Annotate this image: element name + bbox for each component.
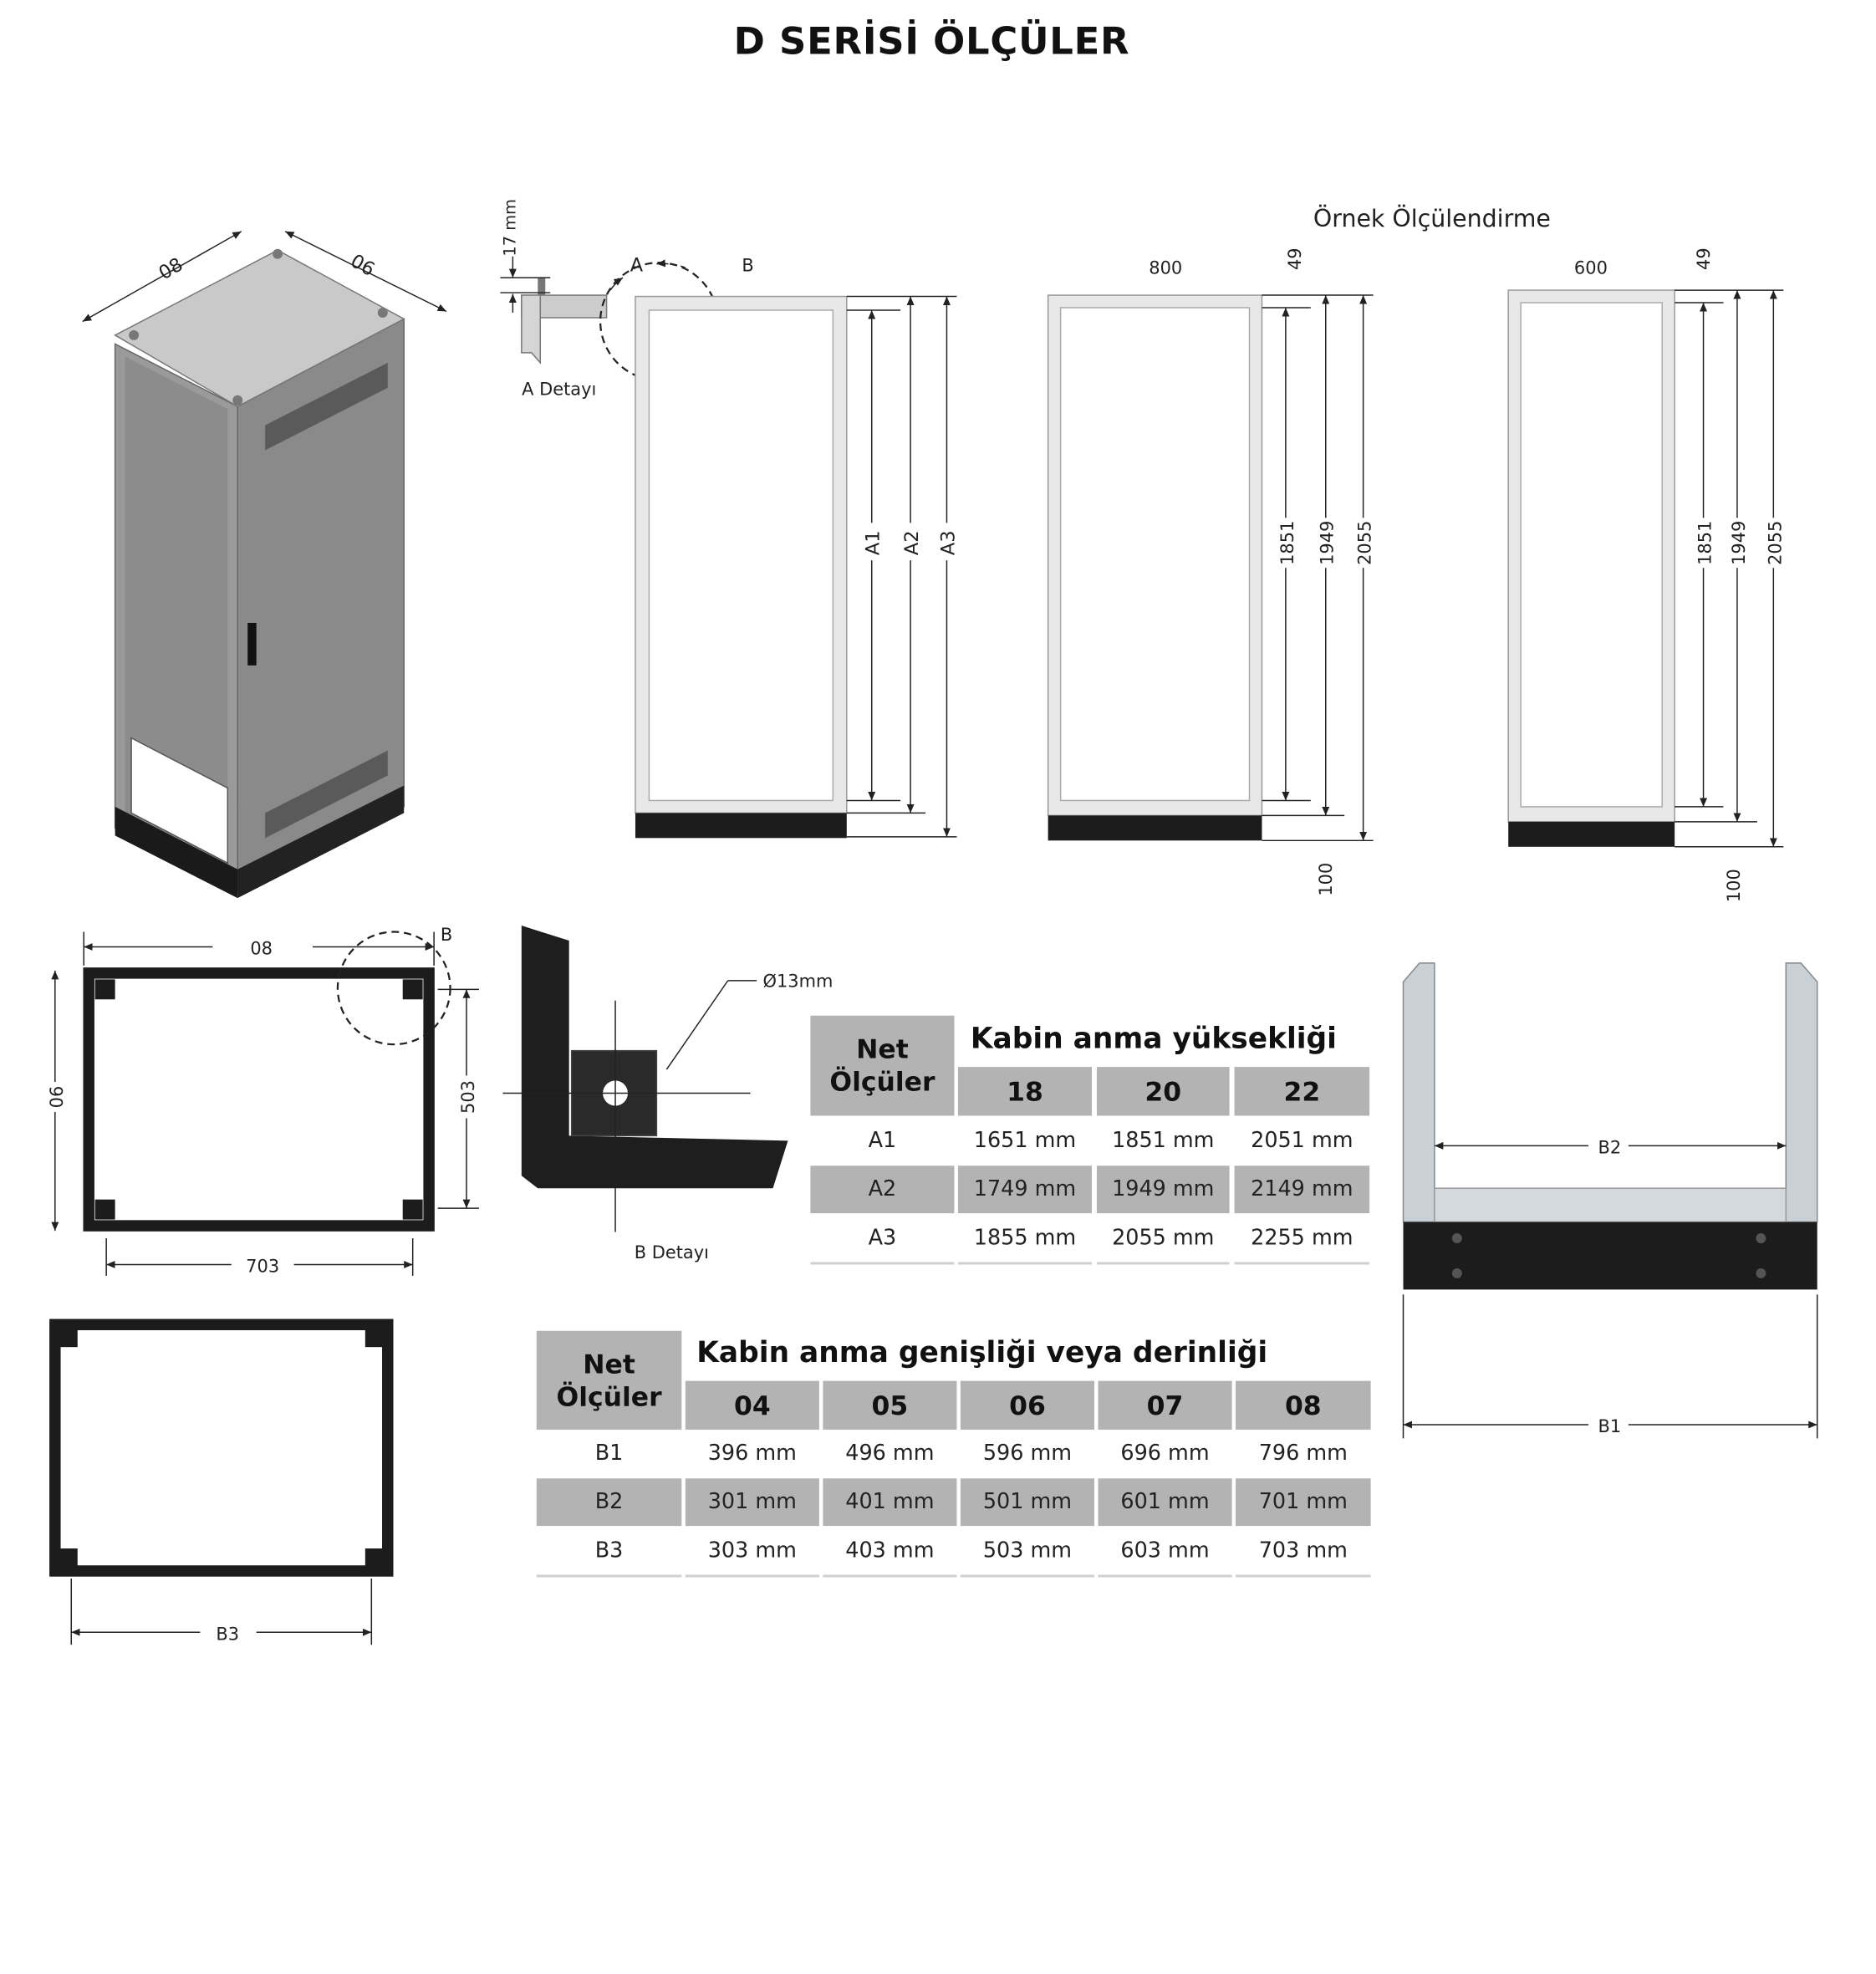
row-label: A3	[868, 1226, 897, 1251]
b-detail-hole: Ø13mm	[762, 971, 833, 991]
plan-bottom-dim: 703	[246, 1256, 279, 1276]
row-label: B2	[536, 1478, 682, 1527]
frame-800-width: 800	[1149, 258, 1182, 278]
table-cell: 1851 mm	[1112, 1128, 1215, 1154]
side-view: B2 B1	[1402, 962, 1818, 1439]
frame-800-dim-1: 1851	[1277, 521, 1297, 565]
table-cell: 303 mm	[707, 1538, 797, 1564]
corner-line-2: Ölçüler	[829, 1067, 935, 1097]
table-cell: 2051 mm	[1251, 1128, 1353, 1154]
table-cell: 2055 mm	[1112, 1226, 1215, 1251]
dim-a3: A3	[937, 530, 959, 555]
a-detail: 17 mm A Detayı A B	[500, 199, 753, 400]
table-cell: 401 mm	[823, 1478, 957, 1527]
frame-800-plinth: 100	[1316, 863, 1336, 896]
table-cell: 403 mm	[845, 1538, 935, 1564]
corner-line-2: Ölçüler	[556, 1381, 662, 1412]
table-rule	[1236, 1574, 1371, 1578]
col-04: 04	[685, 1380, 819, 1430]
example-caption: Örnek Ölçülendirme	[1313, 204, 1551, 232]
iso-depth-label: 06	[347, 250, 379, 281]
dim-a2: A2	[901, 530, 923, 555]
frame-600-plinth: 100	[1724, 869, 1744, 902]
col-18: 18	[957, 1067, 1093, 1116]
plan-view: 08 06 503 703 B	[44, 925, 479, 1276]
col-22: 22	[1234, 1067, 1370, 1116]
frame-800: 800 49 1851 1949 2055 100	[1047, 247, 1375, 896]
col-20: 20	[1096, 1067, 1230, 1116]
table-rule	[685, 1574, 819, 1578]
frame-600: 600 49 1851 1949 2055 100	[1507, 247, 1785, 902]
row-label: B1	[594, 1441, 624, 1466]
table-rule	[536, 1574, 682, 1578]
table-rule	[1098, 1574, 1232, 1578]
corner-line-1: Net	[856, 1034, 909, 1065]
plan-right-dim: 503	[458, 1080, 478, 1114]
table-cell: 503 mm	[982, 1538, 1073, 1564]
table-rule	[957, 1262, 1093, 1265]
col-08: 08	[1236, 1380, 1371, 1430]
table-cell: 701 mm	[1236, 1478, 1371, 1527]
table-cell: 603 mm	[1120, 1538, 1210, 1564]
corner-line-1: Net	[583, 1349, 635, 1380]
marker-a: A	[630, 255, 644, 277]
col-06: 06	[960, 1380, 1094, 1430]
page-title: D SERİSİ ÖLÇÜLER	[733, 19, 1130, 64]
frame-600-top: 49	[1694, 247, 1714, 270]
plan-top-dim: 08	[250, 938, 273, 958]
row-label: A1	[868, 1128, 897, 1154]
table-cell: 1949 mm	[1096, 1166, 1230, 1214]
row-label: A2	[810, 1166, 955, 1214]
marker-b: B	[742, 256, 753, 276]
table-rule	[1234, 1262, 1370, 1265]
iso-cabinet: 08 06	[82, 231, 447, 899]
row-label: B3	[594, 1538, 624, 1564]
table-cell: 1749 mm	[957, 1166, 1093, 1214]
height-table-caption: Kabin anma yüksekliği	[970, 1023, 1337, 1056]
height-table-corner: Net Ölçüler	[810, 1015, 955, 1116]
table-cell: 1651 mm	[973, 1128, 1077, 1154]
frame-800-dim-2: 1949	[1318, 521, 1338, 565]
col-07: 07	[1098, 1380, 1232, 1430]
table-cell: 703 mm	[1258, 1538, 1348, 1564]
a-detail-dim: 17 mm	[500, 199, 519, 257]
table-rule	[1096, 1262, 1230, 1265]
table-cell: 2149 mm	[1234, 1166, 1370, 1214]
base-dim-b3: B3	[216, 1624, 239, 1644]
frame-800-dim-3: 2055	[1355, 521, 1375, 565]
b-detail-caption: B Detayı	[635, 1242, 709, 1262]
col-05: 05	[823, 1380, 957, 1430]
plan-marker-b: B	[441, 925, 452, 945]
table-rule	[810, 1262, 955, 1265]
table-cell: 596 mm	[982, 1441, 1073, 1466]
table-cell: 601 mm	[1098, 1478, 1232, 1527]
table-cell: 796 mm	[1258, 1441, 1348, 1466]
table-rule	[960, 1574, 1094, 1578]
table-cell: 396 mm	[707, 1441, 797, 1466]
table-cell: 301 mm	[685, 1478, 819, 1527]
width-table-caption: Kabin anma genişliği veya derinliği	[696, 1337, 1268, 1370]
table-cell: 2255 mm	[1251, 1226, 1353, 1251]
plan-left-dim: 06	[47, 1086, 67, 1109]
base-view: B3	[49, 1319, 394, 1645]
side-dim-b1: B1	[1598, 1416, 1622, 1436]
width-table-corner: Net Ölçüler	[536, 1330, 682, 1430]
side-dim-b2: B2	[1598, 1137, 1622, 1157]
frame-generic: A1 A2 A3	[635, 295, 959, 839]
iso-width-label: 08	[155, 253, 187, 284]
table-cell: 501 mm	[960, 1478, 1094, 1527]
table-cell: 696 mm	[1120, 1441, 1210, 1466]
frame-600-dim-1: 1851	[1695, 521, 1715, 565]
table-cell: 1855 mm	[973, 1226, 1077, 1251]
b-detail: Ø13mm B Detayı	[502, 926, 833, 1262]
frame-600-width: 600	[1574, 258, 1608, 278]
dim-a1: A1	[863, 530, 884, 555]
frame-600-dim-2: 1949	[1729, 521, 1749, 565]
a-detail-caption: A Detayı	[522, 380, 596, 400]
table-cell: 496 mm	[845, 1441, 935, 1466]
frame-800-top: 49	[1285, 247, 1305, 270]
table-rule	[823, 1574, 957, 1578]
frame-600-dim-3: 2055	[1765, 521, 1785, 565]
